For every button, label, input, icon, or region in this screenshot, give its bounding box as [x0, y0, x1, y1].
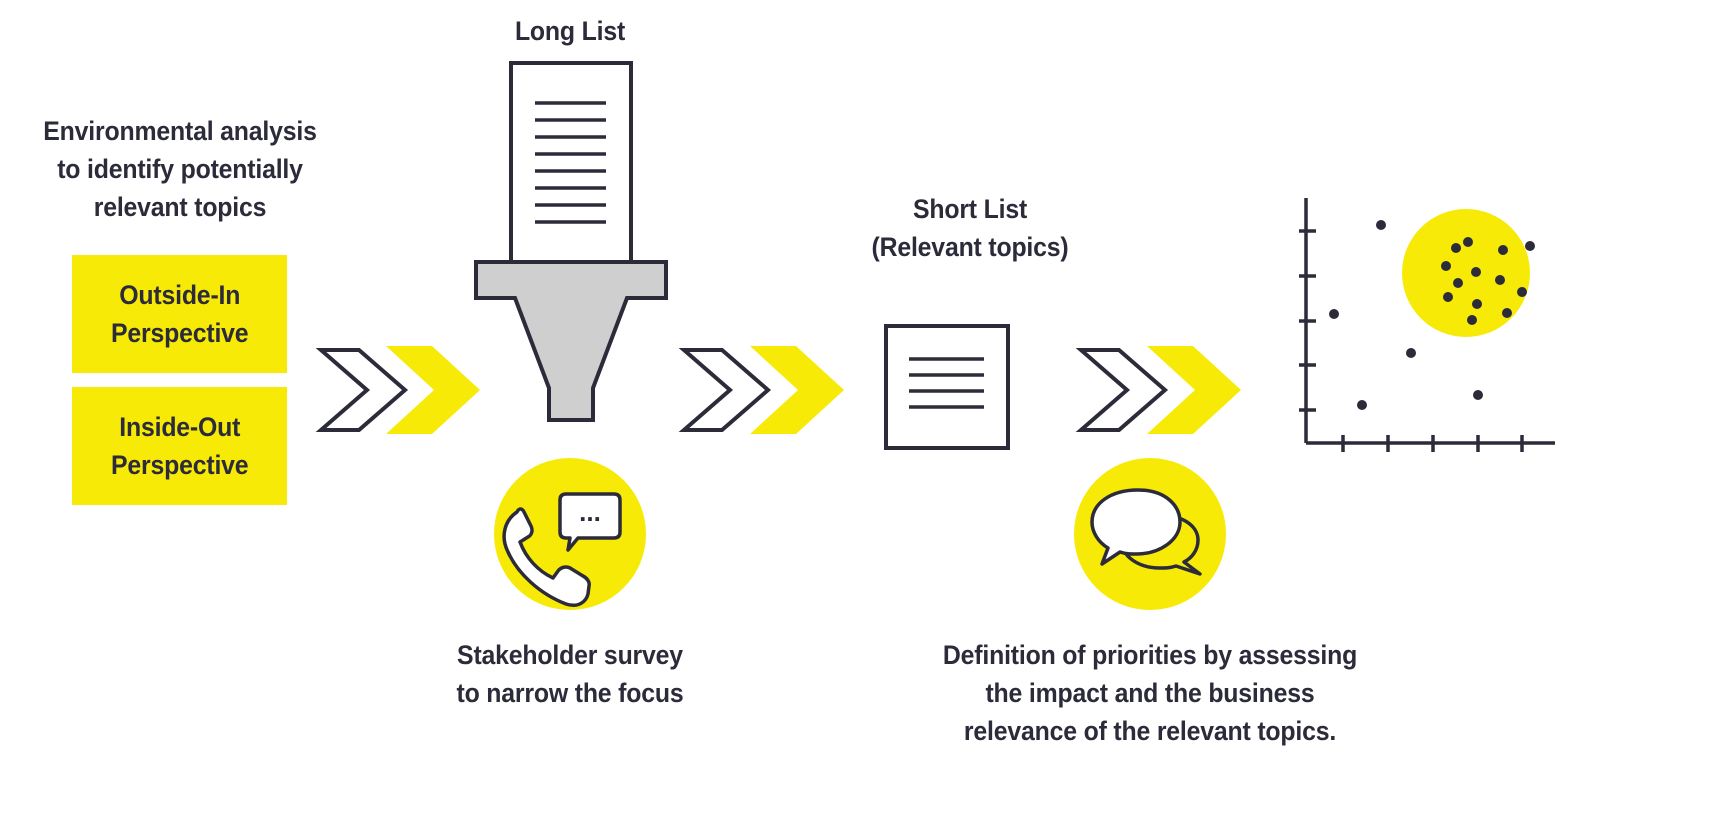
speech-bubbles-icon: [1074, 458, 1226, 610]
caption-line: Definition of priorities by assessing: [942, 640, 1358, 670]
long-list-title: Long List: [514, 16, 626, 46]
double-chevron-arrow-icon: [1075, 346, 1241, 434]
double-chevron-arrow-icon: [678, 346, 844, 434]
inside-out-line1: Inside-Out: [119, 412, 240, 442]
caption-line: to narrow the focus: [456, 678, 684, 708]
priorities-caption: Definition of priorities by assessing th…: [911, 636, 1389, 750]
inside-out-line2: Perspective: [110, 450, 249, 480]
caption-line: Stakeholder survey: [457, 640, 683, 670]
funnel-icon: [474, 61, 668, 422]
scatter-plot-icon: [1299, 198, 1555, 452]
heading-line: to identify potentially: [57, 154, 303, 184]
phone-chat-icon: ...: [494, 458, 646, 610]
caption-line: the impact and the business: [985, 678, 1315, 708]
stakeholder-survey-caption: Stakeholder survey to narrow the focus: [432, 636, 708, 712]
double-chevron-arrow-icon: [315, 346, 480, 434]
short-list-line: Short List: [912, 194, 1028, 224]
heading-line: Environmental analysis: [43, 116, 317, 146]
inside-out-box: Inside-Out Perspective: [72, 387, 287, 505]
document-icon: [884, 324, 1010, 450]
environmental-analysis-heading: Environmental analysis to identify poten…: [33, 112, 327, 226]
outside-in-line2: Perspective: [110, 318, 249, 348]
outside-in-line1: Outside-In: [119, 280, 240, 310]
caption-line: relevance of the relevant topics.: [963, 716, 1337, 746]
heading-line: relevant topics: [93, 192, 267, 222]
short-list-line: (Relevant topics): [871, 232, 1069, 262]
outside-in-box: Outside-In Perspective: [72, 255, 287, 373]
short-list-title: Short List (Relevant topics): [832, 190, 1108, 266]
chat-ellipsis: ...: [579, 497, 601, 527]
